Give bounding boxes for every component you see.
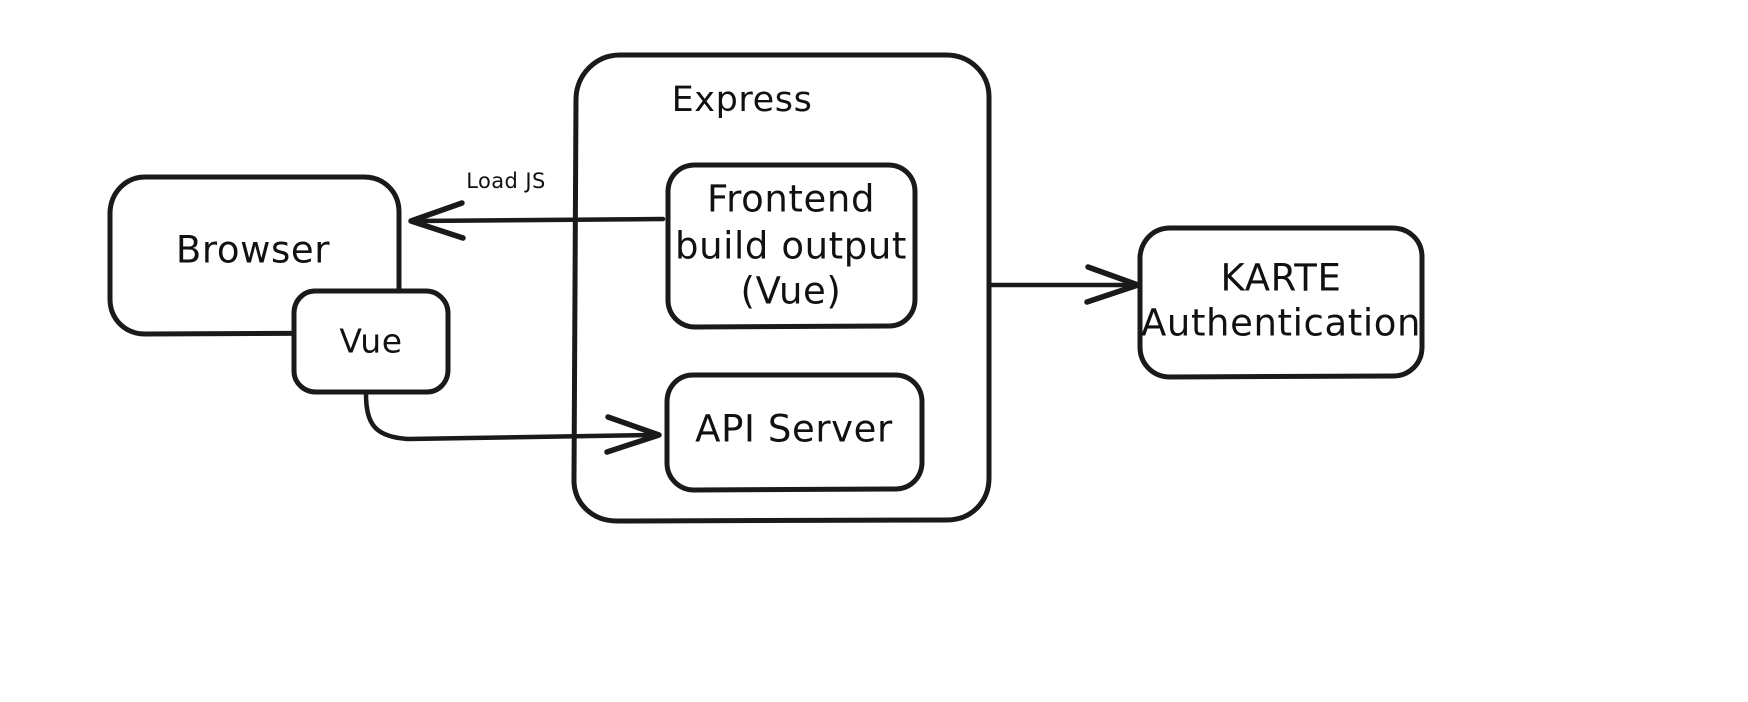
edge-vue-to-api-arrowhead — [604, 414, 662, 455]
edge-load-js-arrowhead — [408, 200, 466, 241]
node-api-server[interactable]: API Server — [664, 372, 925, 493]
vue-outline — [291, 288, 451, 395]
frontend-build-label-line2: build output — [675, 225, 907, 268]
frontend-build-outline — [665, 162, 918, 330]
edge-load-js[interactable]: Load JS — [408, 169, 666, 241]
node-frontend-build[interactable]: Frontend build output (Vue) — [665, 162, 918, 330]
frontend-build-label-line3: (Vue) — [741, 270, 842, 313]
karte-label-line1: KARTE — [1221, 257, 1342, 300]
edge-load-js-label: Load JS — [466, 169, 545, 193]
api-server-outline — [664, 372, 925, 493]
browser-label: Browser — [176, 229, 330, 272]
karte-outline — [1137, 225, 1425, 380]
edge-vue-to-api-server[interactable] — [363, 391, 662, 455]
edge-load-js-line — [412, 216, 666, 224]
express-label: Express — [672, 80, 813, 120]
frontend-build-label-line1: Frontend — [707, 178, 875, 221]
node-vue[interactable]: Vue — [291, 288, 451, 395]
edge-express-to-karte-arrowhead — [1084, 264, 1141, 305]
karte-label-line2: Authentication — [1141, 302, 1421, 345]
node-karte-authentication[interactable]: KARTE Authentication — [1137, 225, 1425, 380]
api-server-label: API Server — [695, 408, 893, 451]
vue-label: Vue — [339, 322, 402, 361]
edge-express-to-karte[interactable] — [989, 264, 1141, 305]
edge-vue-to-api-line — [363, 391, 653, 442]
